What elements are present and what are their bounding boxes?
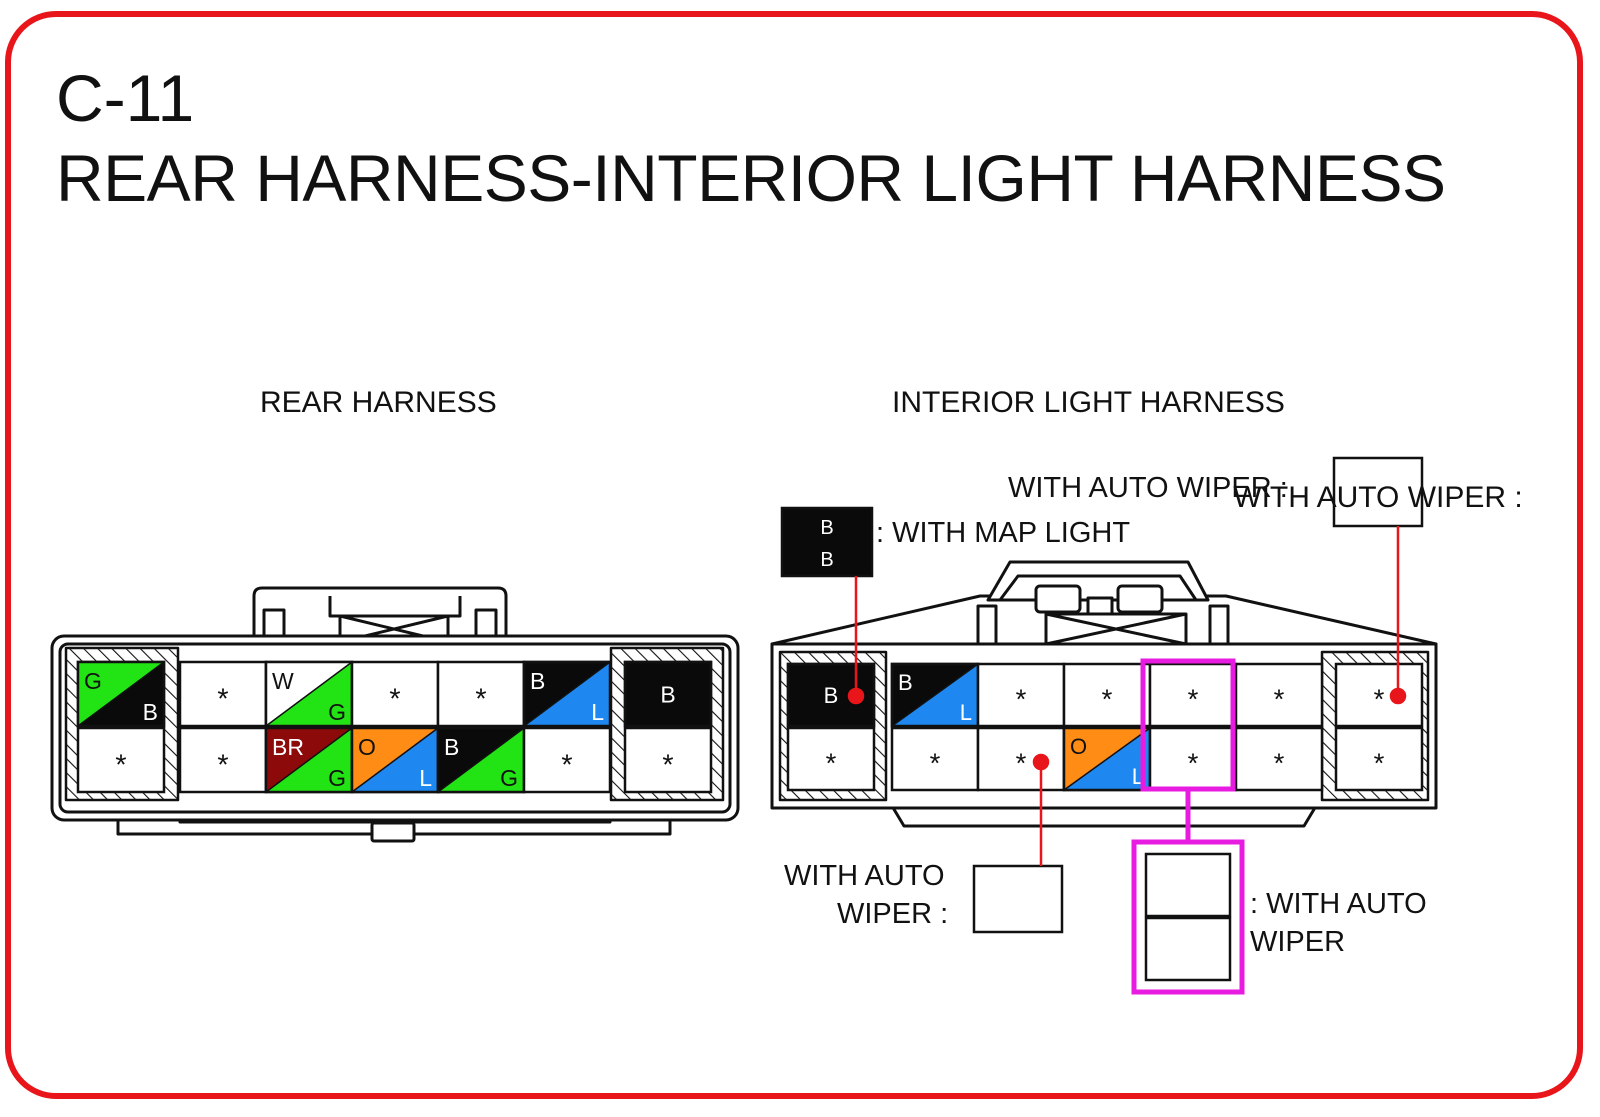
wire-color-top: B	[898, 670, 913, 695]
wire-color-top: B	[444, 734, 459, 760]
interior-pin-r1-c6: *	[1234, 662, 1324, 728]
map-light-label: : WITH MAP LIGHT	[876, 517, 1131, 549]
interior-pin-r2-c7: *	[1334, 726, 1424, 792]
empty-cavity-mark: *	[561, 749, 572, 781]
empty-cavity-mark: *	[475, 683, 486, 715]
wire-color-bottom: L	[591, 699, 604, 725]
wire-color: B	[660, 681, 675, 707]
interior-pin-r2-c1: *	[786, 726, 876, 792]
connector-title: REAR HARNESS-INTERIOR LIGHT HARNESS	[56, 141, 1446, 215]
auto-wiper-right-upper	[1144, 852, 1232, 918]
wire-color-bottom: G	[328, 699, 346, 725]
interior-pin-r2-c5: *	[1148, 726, 1238, 792]
wire-color: B	[824, 683, 839, 708]
auto-wiper-top-label: WITH AUTO WIPER :	[1008, 472, 1288, 504]
map-light-callout: BB	[780, 506, 874, 578]
auto-wiper-right-lower	[1144, 916, 1232, 982]
empty-cavity-mark: *	[1188, 684, 1199, 715]
rear-pin-r1-c6: BL	[522, 660, 612, 728]
interior-pin-r1-c4: *	[1062, 662, 1152, 728]
interior-pin-r2-c3: *	[976, 726, 1066, 792]
interior-harness-label: INTERIOR LIGHT HARNESS	[892, 386, 1285, 419]
wire-color-top: O	[1070, 734, 1087, 759]
empty-cavity-mark: *	[1102, 684, 1113, 715]
wire-color-top: W	[272, 668, 294, 694]
rear-pin-r2-c4: OL	[350, 726, 440, 794]
rear-pin-r1-c3: WG	[264, 660, 354, 728]
wire-color-bottom: G	[328, 765, 346, 791]
auto-wiper-right-label-1: : WITH AUTO	[1250, 888, 1427, 920]
page-frame	[5, 11, 1583, 1099]
interior-pin-r1-c2: BL	[890, 662, 980, 728]
map-light-top: B	[820, 517, 833, 539]
auto-wiper-left-label-1: WITH AUTO	[784, 860, 945, 892]
empty-cavity-mark: *	[1274, 748, 1285, 779]
rear-pin-r2-c3: BR G	[264, 726, 354, 794]
empty-cavity-mark: *	[662, 749, 673, 781]
rear-harness-label: REAR HARNESS	[260, 386, 497, 419]
empty-cavity-mark: *	[1188, 748, 1199, 779]
empty-cavity-mark: *	[1016, 748, 1027, 779]
wire-color-top: G	[84, 668, 102, 694]
wire-color-bottom: G	[500, 765, 518, 791]
empty-cavity-mark: *	[389, 683, 400, 715]
rear-pin-r1-c7: B	[623, 660, 713, 728]
empty-cavity-mark: *	[217, 749, 228, 781]
rear-pin-r1-c2: *	[178, 660, 268, 728]
empty-cavity-mark: *	[930, 748, 941, 779]
auto-wiper-right-label-2: WIPER	[1250, 926, 1346, 958]
interior-pin-r1-c3: *	[976, 662, 1066, 728]
connector-code: C-11	[56, 61, 195, 135]
auto-wiper-left-callout	[972, 864, 1064, 934]
rear-pin-r2-c6: *	[522, 726, 612, 794]
auto-wiper-callout-frame	[1131, 839, 1245, 995]
rear-pin-r2-c2: *	[178, 726, 268, 794]
interior-pin-r2-c4: OL	[1062, 726, 1152, 792]
interior-pin-r2-c6: *	[1234, 726, 1324, 792]
empty-cavity-mark: *	[826, 748, 837, 779]
map-light-bottom: B	[820, 549, 833, 571]
interior-pin-r1-c7: *	[1334, 662, 1424, 728]
empty-cavity-mark: *	[1374, 684, 1385, 715]
wire-color-top: O	[358, 734, 376, 760]
wire-color-bottom: L	[419, 765, 432, 791]
wire-color-top: BR	[272, 734, 304, 760]
empty-cavity-mark: *	[1374, 748, 1385, 779]
rear-pin-r1-c5: *	[436, 660, 526, 728]
wire-color-top: B	[530, 668, 545, 694]
wire-color-bottom: B	[143, 699, 158, 725]
interior-pin-grid: BBL********OL***	[786, 662, 1424, 792]
rear-pin-r1-c1: GB	[76, 660, 166, 728]
empty-cavity-mark: *	[115, 749, 126, 781]
interior-pin-r2-c2: *	[890, 726, 980, 792]
auto-wiper-top-callout: WITH AUTO WIPER :	[1233, 456, 1523, 528]
empty-cavity-mark: *	[1274, 684, 1285, 715]
rear-pin-r2-c1: *	[76, 726, 166, 794]
rear-pin-r1-c4: *	[350, 660, 440, 728]
rear-pin-r2-c7: *	[623, 726, 713, 794]
empty-cavity-mark: WITH AUTO WIPER :	[1233, 481, 1522, 514]
leader-lines	[847, 526, 1407, 866]
auto-wiper-left-label-2: WIPER :	[837, 898, 949, 930]
wire-color-bottom: L	[960, 700, 972, 725]
empty-cavity-mark: *	[217, 683, 228, 715]
interior-pin-r1-c5: *	[1148, 662, 1238, 728]
rear-pin-r2-c5: BG	[436, 726, 526, 794]
empty-cavity-mark: *	[1016, 684, 1027, 715]
